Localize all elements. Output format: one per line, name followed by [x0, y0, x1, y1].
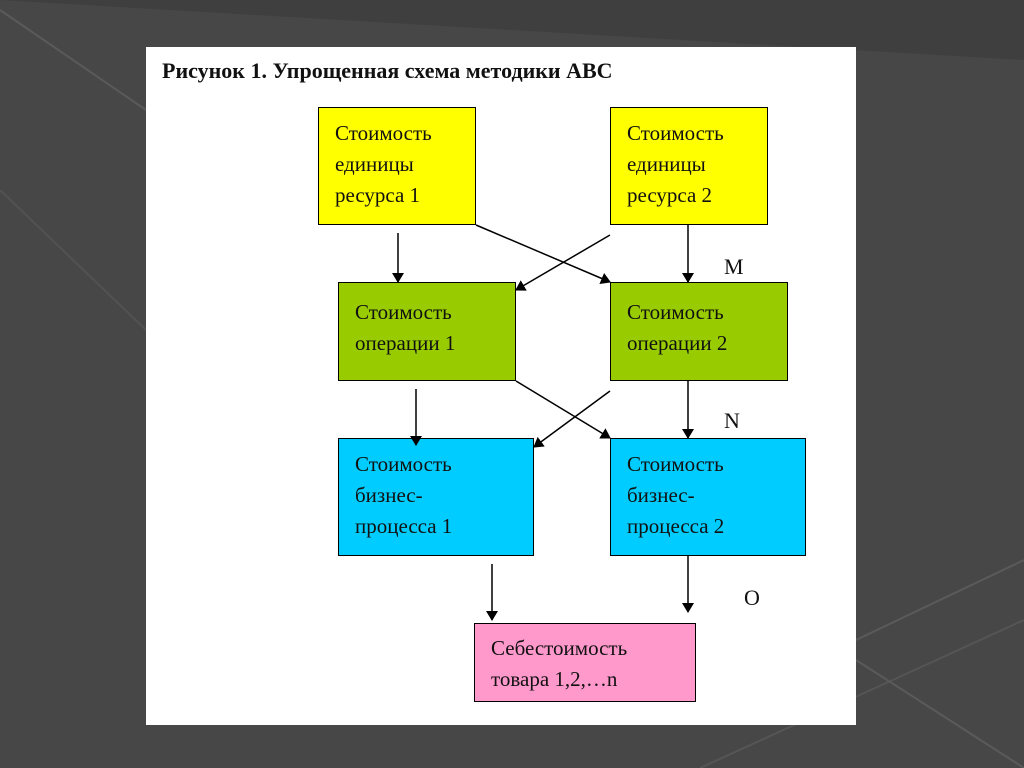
box-line: Стоимость — [627, 121, 724, 145]
box-line: ресурса 2 — [627, 183, 713, 207]
business-process-2-cost-box: Стоимость бизнес- процесса 2 — [610, 438, 806, 556]
figure-title: Рисунок 1. Упрощенная схема методики АВС — [162, 58, 613, 83]
box-line: процесса 1 — [355, 514, 453, 538]
box-line: единицы — [627, 152, 706, 176]
box-line: бизнес- — [627, 483, 695, 507]
box-line: ресурса 1 — [335, 183, 421, 207]
box-line: бизнес- — [355, 483, 423, 507]
box-line: Себестоимость — [491, 636, 628, 660]
resource-1-cost-box: Стоимость единицы ресурса 1 — [318, 107, 476, 225]
business-process-1-cost-box: Стоимость бизнес- процесса 1 — [338, 438, 534, 556]
label-o: O — [744, 585, 760, 610]
box-line: товара 1,2,…n — [491, 667, 618, 691]
box-line: единицы — [335, 152, 414, 176]
box-line: Стоимость — [627, 300, 724, 324]
box-line: Стоимость — [627, 452, 724, 476]
product-cost-box: Себестоимость товара 1,2,…n — [474, 623, 696, 702]
box-line: процесса 2 — [627, 514, 725, 538]
resource-2-cost-box: Стоимость единицы ресурса 2 — [610, 107, 768, 225]
operation-2-cost-box: Стоимость операции 2 — [610, 282, 788, 381]
label-m: M — [724, 254, 744, 279]
label-n: N — [724, 408, 740, 433]
box-line: Стоимость — [335, 121, 432, 145]
box-line: операции 2 — [627, 331, 728, 355]
box-line: Стоимость — [355, 452, 452, 476]
box-line: операции 1 — [355, 331, 456, 355]
operation-1-cost-box: Стоимость операции 1 — [338, 282, 516, 381]
box-line: Стоимость — [355, 300, 452, 324]
